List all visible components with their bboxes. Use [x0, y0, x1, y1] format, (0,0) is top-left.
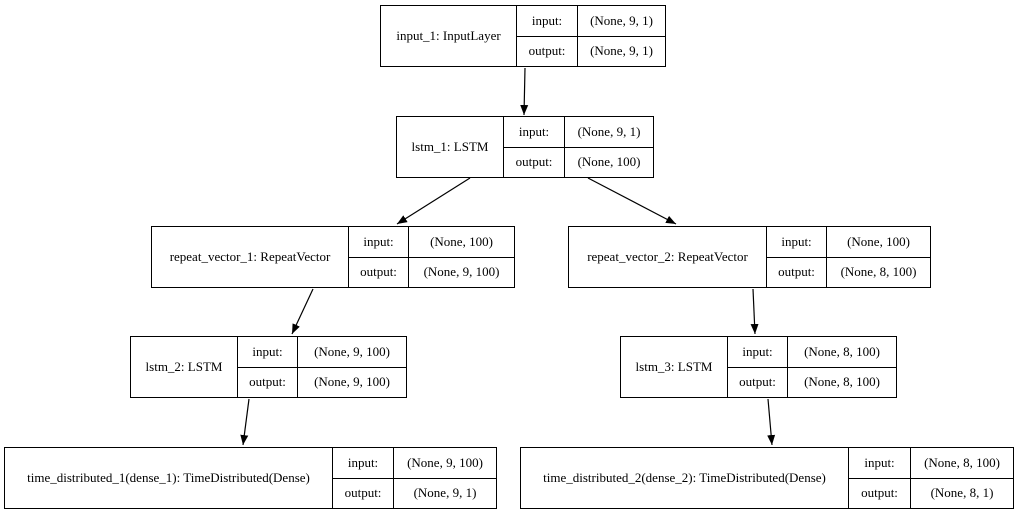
input-shape: (None, 8, 100): [924, 454, 1000, 470]
output-shape: (None, 8, 100): [840, 264, 917, 280]
input-key-label: input:: [349, 227, 409, 257]
input-shape: (None, 9, 1): [590, 12, 653, 28]
node-time_distributed_1: time_distributed_1(dense_1): TimeDistrib…: [4, 447, 497, 509]
node-label: lstm_2: LSTM: [131, 337, 238, 397]
output-shape: (None, 9, 100): [314, 374, 390, 390]
input-shape: (None, 100): [430, 233, 493, 249]
edge-repeat_vector_1-to-lstm_2: [291, 288, 314, 335]
edge-lstm_2-to-time_distributed_1: [240, 398, 250, 446]
output-shape: (None, 8, 1): [930, 485, 994, 501]
input-key-label: input:: [333, 448, 394, 478]
node-label: repeat_vector_1: RepeatVector: [152, 227, 349, 287]
output-shape: (None, 9, 1): [590, 43, 653, 59]
input-shape: (None, 9, 1): [577, 123, 641, 139]
node-repeat_vector_2: repeat_vector_2: RepeatVector input: (No…: [568, 226, 931, 288]
node-label: lstm_1: LSTM: [397, 117, 504, 177]
output-key-label: output:: [238, 367, 298, 397]
node-label: input_1: InputLayer: [381, 6, 517, 66]
output-key-label: output:: [333, 478, 394, 508]
node-input_1: input_1: InputLayer input: (None, 9, 1) …: [380, 5, 666, 67]
output-key-label: output:: [349, 257, 409, 287]
edge-lstm_1-to-repeat_vector_2: [587, 177, 677, 225]
node-label: time_distributed_2(dense_2): TimeDistrib…: [521, 448, 849, 508]
output-key-label: output:: [517, 36, 578, 66]
output-key-label: output:: [849, 478, 911, 508]
node-lstm_3: lstm_3: LSTM input: (None, 8, 100) outpu…: [620, 336, 897, 398]
node-label: time_distributed_1(dense_1): TimeDistrib…: [5, 448, 333, 508]
input-shape: (None, 100): [847, 233, 910, 249]
node-time_distributed_2: time_distributed_2(dense_2): TimeDistrib…: [520, 447, 1014, 509]
edge-lstm_1-to-repeat_vector_1: [396, 177, 471, 225]
input-shape: (None, 9, 100): [407, 454, 483, 470]
node-label: lstm_3: LSTM: [621, 337, 728, 397]
input-shape: (None, 9, 100): [314, 343, 390, 359]
output-key-label: output:: [728, 367, 788, 397]
output-shape: (None, 9, 1): [413, 485, 477, 501]
output-key-label: output:: [504, 147, 565, 177]
node-lstm_1: lstm_1: LSTM input: (None, 9, 1) output:…: [396, 116, 654, 178]
node-label: repeat_vector_2: RepeatVector: [569, 227, 767, 287]
output-shape: (None, 8, 100): [804, 374, 880, 390]
input-key-label: input:: [517, 6, 578, 36]
input-key-label: input:: [504, 117, 565, 147]
input-key-label: input:: [238, 337, 298, 367]
output-key-label: output:: [767, 257, 827, 287]
node-lstm_2: lstm_2: LSTM input: (None, 9, 100) outpu…: [130, 336, 407, 398]
input-key-label: input:: [767, 227, 827, 257]
input-key-label: input:: [849, 448, 911, 478]
edge-lstm_3-to-time_distributed_2: [767, 398, 776, 446]
edge-input_1-to-lstm_1: [520, 67, 529, 116]
node-repeat_vector_1: repeat_vector_1: RepeatVector input: (No…: [151, 226, 515, 288]
edge-repeat_vector_2-to-lstm_3: [750, 288, 759, 335]
input-key-label: input:: [728, 337, 788, 367]
input-shape: (None, 8, 100): [804, 343, 880, 359]
output-shape: (None, 100): [577, 154, 641, 170]
output-shape: (None, 9, 100): [423, 264, 500, 280]
